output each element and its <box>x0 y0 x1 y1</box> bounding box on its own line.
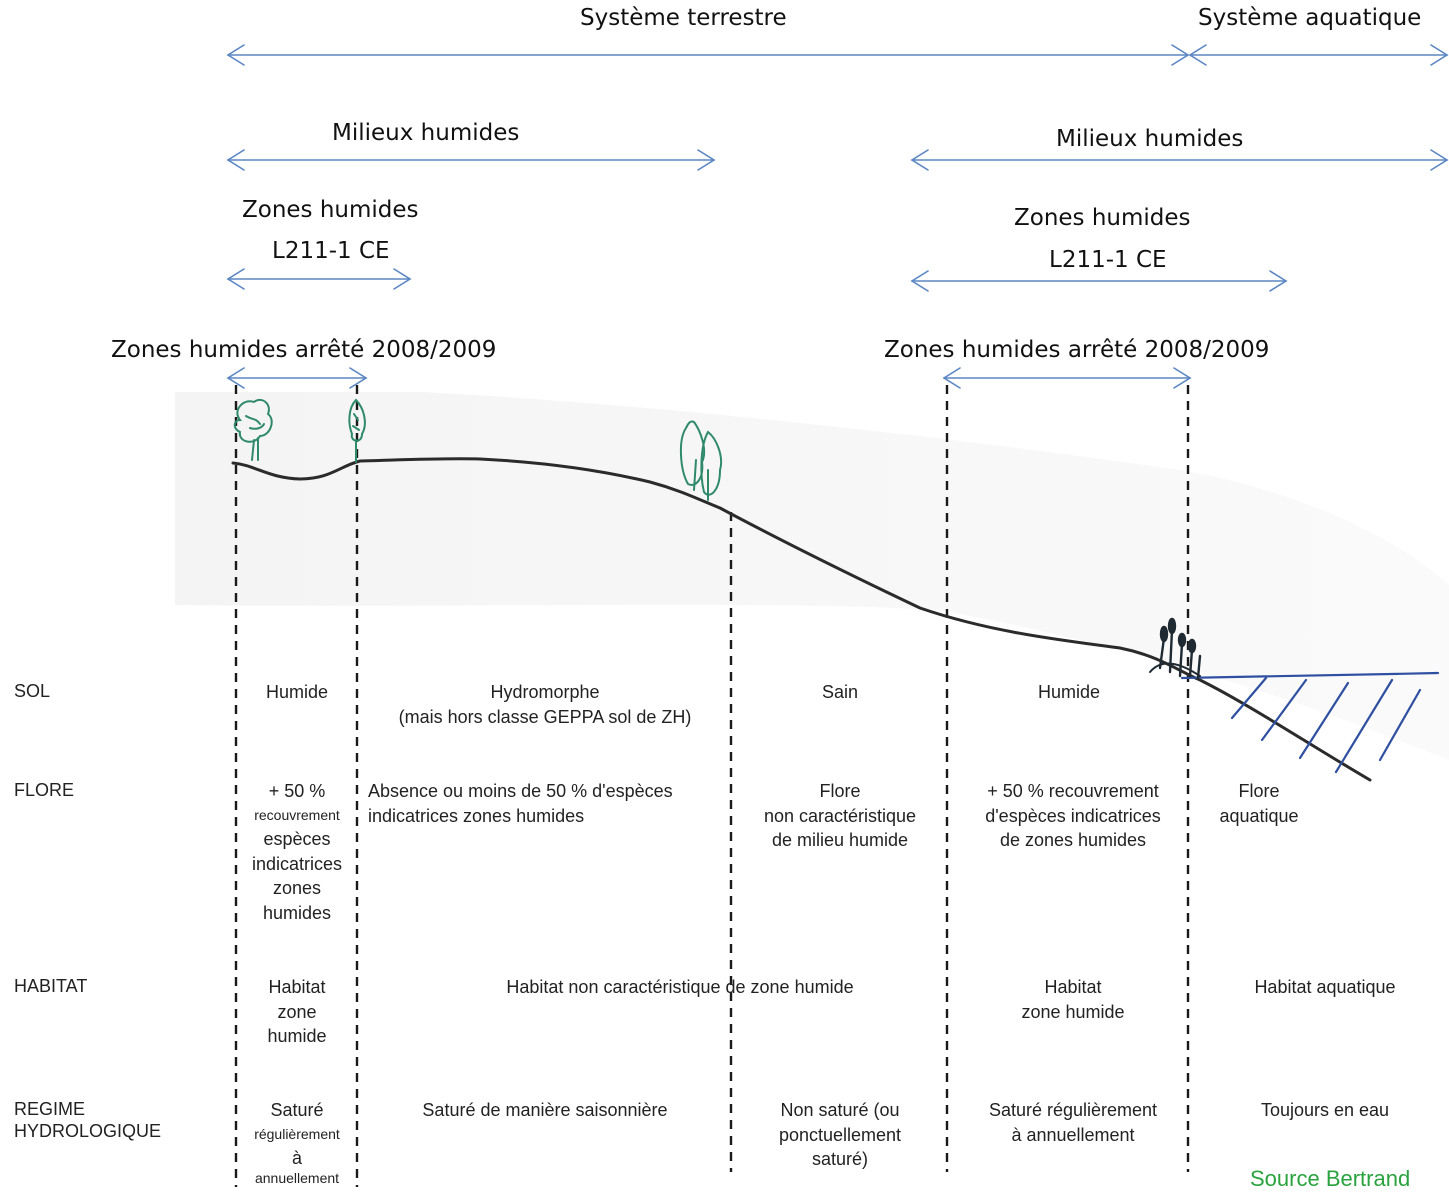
water-surface <box>1180 671 1440 680</box>
regime-cell-1b: régulièrement <box>254 1126 340 1142</box>
arrow-arrete-left <box>226 367 368 389</box>
water-body <box>1180 671 1440 774</box>
flore-cell-1c: espèces indicatrices zones humides <box>251 829 343 923</box>
arrow-systeme-terrestre <box>226 44 1190 66</box>
terrain-profile <box>231 457 1372 782</box>
label-zones-humides-left-1: Zones humides <box>242 197 419 223</box>
flore-cell-1b: recouvrement <box>254 807 340 823</box>
label-milieux-humides-right: Milieux humides <box>1056 126 1244 152</box>
flore-cell-5: Flore aquatique <box>1219 781 1299 826</box>
regime-cell-1c: à <box>291 1148 302 1168</box>
arrow-zones-right <box>910 270 1288 292</box>
tree-icon <box>680 420 722 501</box>
label-zones-humides-left-2: L211-1 CE <box>272 238 390 264</box>
arrow-milieux-right <box>910 149 1449 171</box>
regime-cell-3: Non saturé (ou ponctuellement saturé) <box>778 1100 902 1169</box>
flore-cell-4: + 50 % recouvrement d'espèces indicatric… <box>985 781 1161 850</box>
sketch-shading <box>175 392 1449 760</box>
tree-icon <box>233 398 273 461</box>
regime-cell-2: Saturé de manière saisonnière <box>422 1100 668 1120</box>
row-label-sol: SOL <box>14 681 51 701</box>
flore-cell-3: Flore non caractéristique de milieu humi… <box>763 781 917 850</box>
regime-cell-1a: Saturé <box>270 1100 324 1120</box>
sol-cell-1: Humide <box>265 682 329 702</box>
row-label-regime: REGIME HYDROLOGIQUE <box>14 1099 162 1141</box>
flore-cell-2: Absence ou moins de 50 % d'espèces indic… <box>368 781 673 826</box>
label-arrete-left: Zones humides arrêté 2008/2009 <box>111 337 497 363</box>
habitat-cell-5: Habitat aquatique <box>1254 977 1396 997</box>
regime-cell-1d: annuellement <box>254 1170 340 1186</box>
water-hatch-4 <box>1334 678 1394 774</box>
arrow-milieux-left <box>226 149 716 171</box>
source-credit: Source Bertrand <box>1250 1166 1411 1191</box>
dividers <box>234 385 1190 1187</box>
row-label-habitat: HABITAT <box>14 976 88 996</box>
habitat-cell-4: Habitat zone humide <box>1021 977 1125 1022</box>
flore-cell-1a: + 50 % <box>268 781 326 801</box>
label-systeme-aquatique: Système aquatique <box>1198 5 1422 31</box>
water-hatch-3 <box>1298 681 1350 760</box>
reed-icon <box>1149 617 1202 680</box>
row-label-flore: FLORE <box>14 780 75 800</box>
habitat-cell-1: Habitat zone humide <box>267 977 327 1046</box>
regime-cell-4: Saturé régulièrement à annuellement <box>988 1100 1158 1145</box>
label-arrete-right: Zones humides arrêté 2008/2009 <box>884 337 1270 363</box>
sol-cell-3: Sain <box>821 682 859 702</box>
label-zones-humides-right-1: Zones humides <box>1014 205 1191 231</box>
label-milieux-humides-left: Milieux humides <box>332 120 520 146</box>
tree-icon <box>348 398 366 463</box>
label-systeme-terrestre: Système terrestre <box>580 5 787 31</box>
sol-cell-2: Hydromorphe (mais hors classe GEPPA sol … <box>398 682 692 727</box>
tree-icons <box>233 398 722 501</box>
regime-cell-5: Toujours en eau <box>1260 1100 1390 1120</box>
label-zones-humides-right-2: L211-1 CE <box>1049 247 1167 273</box>
water-hatch-1 <box>1230 676 1268 720</box>
habitat-cell-2: Habitat non caractéristique de zone humi… <box>506 977 854 997</box>
water-hatch-5 <box>1378 688 1422 762</box>
arrow-systeme-aquatique <box>1188 44 1449 66</box>
arrows <box>226 44 1449 389</box>
arrow-zones-left <box>226 268 412 290</box>
sol-cell-4: Humide <box>1037 682 1101 702</box>
water-hatch-2 <box>1260 678 1308 742</box>
arrow-arrete-right <box>942 367 1192 389</box>
